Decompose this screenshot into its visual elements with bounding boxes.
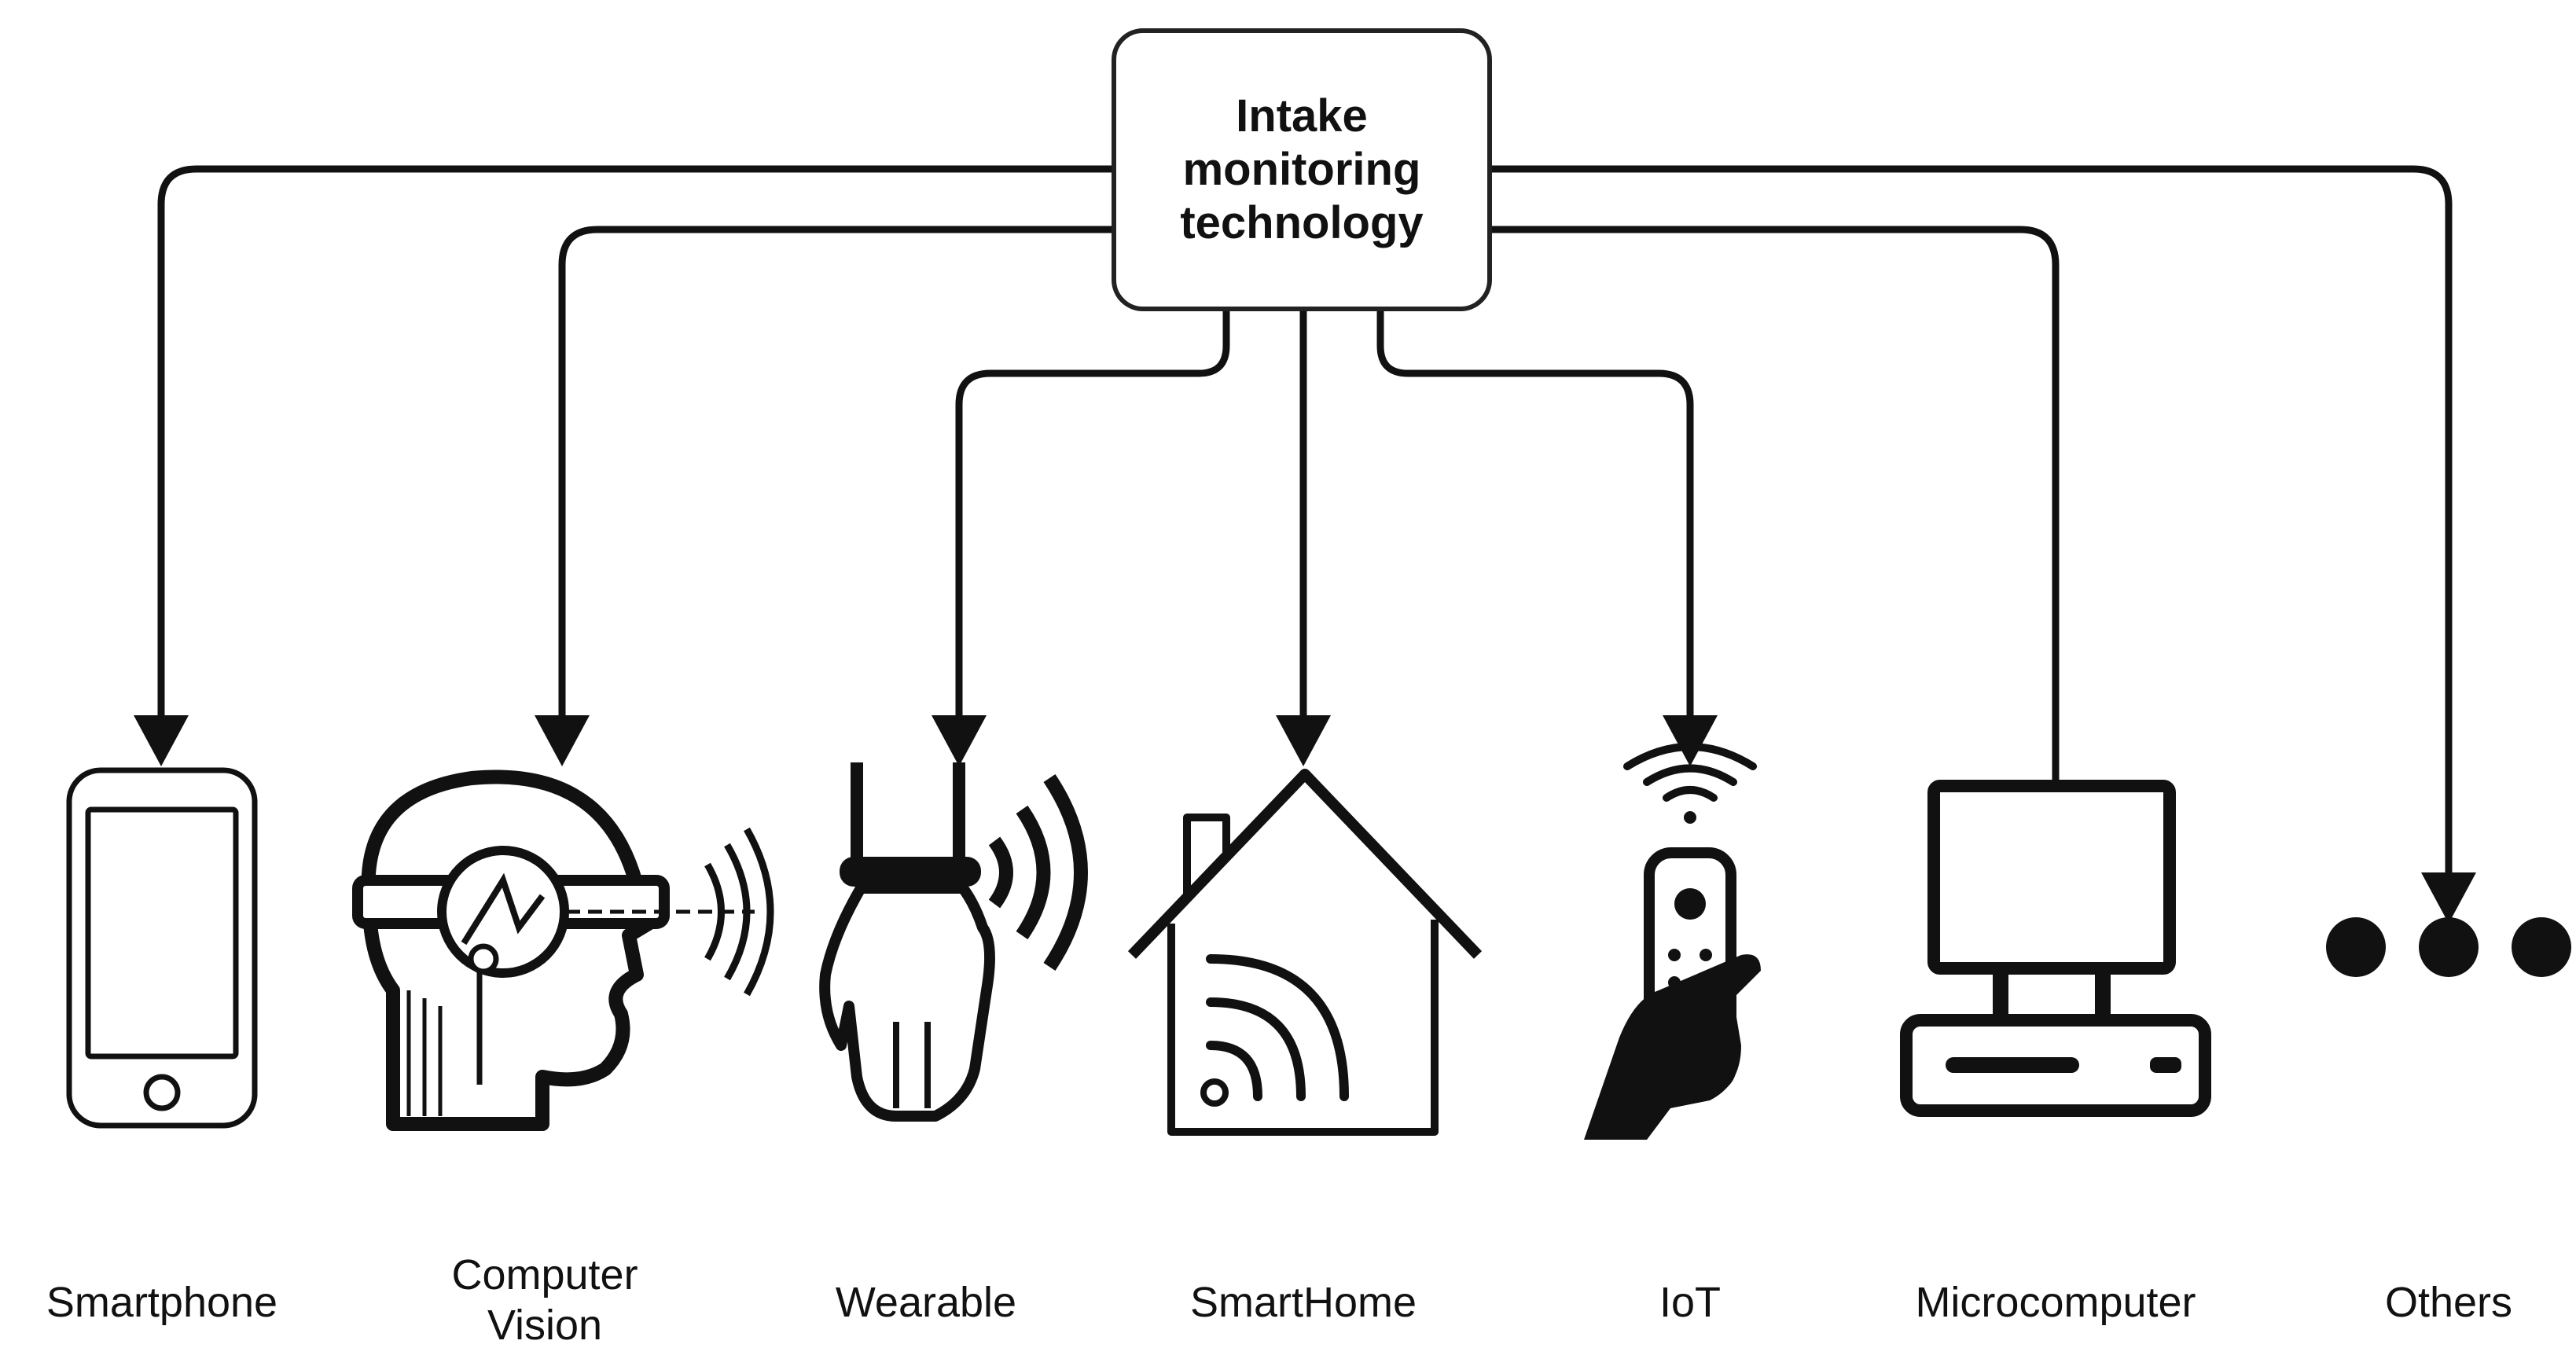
microcomputer-icon: [1900, 780, 2211, 1117]
label-smartphone: Smartphone: [46, 1279, 278, 1326]
arrowhead-computer-vision: [535, 715, 590, 766]
connectors: [157, 165, 2453, 880]
iot-remote-icon: [1584, 743, 1761, 1140]
connector-microcomputer: [1488, 226, 2060, 790]
connector-iot: [1376, 307, 1694, 723]
label-wearable: Wearable: [835, 1279, 1017, 1326]
wearable-wrist-icon: [819, 762, 1088, 1122]
connector-wearable: [955, 307, 1230, 723]
label-smarthome: SmartHome: [1189, 1279, 1417, 1326]
connector-smartphone: [157, 165, 1115, 723]
ellipsis-icon: [2326, 917, 2571, 977]
arrowhead-smartphone: [134, 715, 189, 766]
arrowhead-smarthome: [1276, 715, 1331, 766]
arrowhead-iot: [1663, 715, 1718, 766]
label-computer-vision: Computer Vision: [451, 1251, 638, 1349]
computer-vision-head-icon: [352, 769, 774, 1131]
intake-monitoring-box: Intake monitoring technology: [1112, 28, 1492, 311]
center-title: Intake monitoring technology: [1180, 90, 1424, 248]
label-iot: IoT: [1659, 1279, 1722, 1326]
smart-home-icon: [1127, 769, 1483, 1136]
label-microcomputer: Microcomputer: [1915, 1279, 2196, 1326]
arrowhead-wearable: [932, 715, 987, 766]
connector-computer-vision: [558, 226, 1115, 723]
label-others: Others: [2384, 1279, 2513, 1326]
smartphone-icon: [66, 767, 258, 1129]
connector-others: [1488, 165, 2453, 880]
arrowhead-others: [2421, 872, 2476, 924]
